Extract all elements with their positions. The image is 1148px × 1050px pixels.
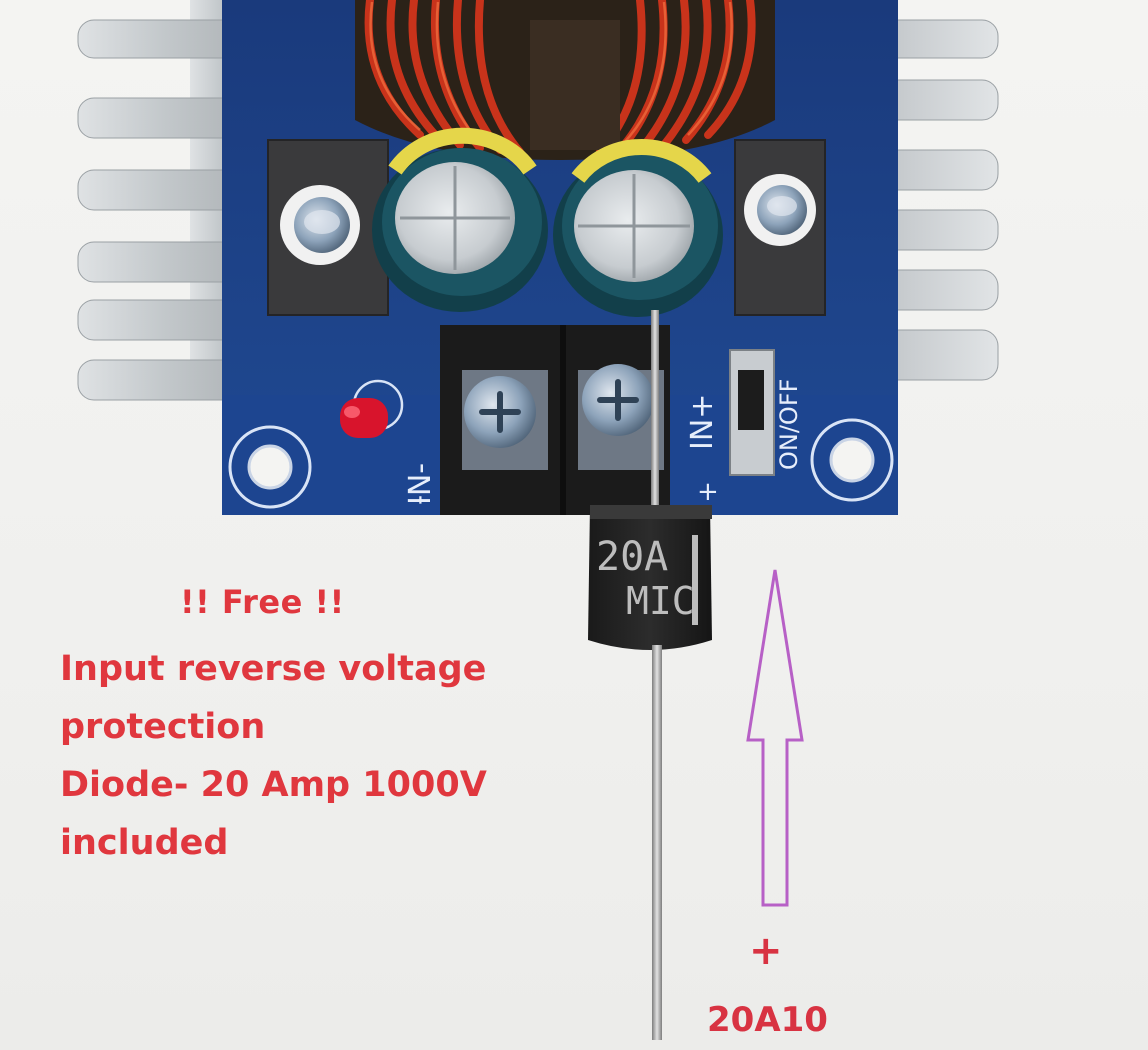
in-plus-label: IN+ [685, 394, 720, 450]
up-arrow-icon [746, 569, 804, 907]
board-plus-sign: + [697, 477, 719, 507]
in-minus-label: IN- [403, 463, 438, 505]
red-led [340, 379, 404, 438]
diode-part-code: 20A10 [707, 1000, 828, 1040]
mounting-hole-left [228, 425, 312, 509]
board-minus-sign: - [402, 495, 435, 505]
left-mosfet [267, 139, 389, 316]
mounting-hole-right [810, 418, 894, 502]
capacitor-left [372, 127, 548, 312]
description-line-4: included [60, 823, 229, 863]
diode-marking-line-2: MIC [626, 579, 695, 623]
right-mosfet [734, 139, 826, 316]
description-line-1: Input reverse voltage [60, 649, 487, 689]
switch-label: ON/OFF [775, 379, 803, 470]
capacitor-right [553, 139, 723, 317]
description-line-3: Diode- 20 Amp 1000V [60, 765, 487, 805]
diode: 20A MIC [588, 310, 712, 1040]
protection-description: Input reverse voltage protection Diode- … [60, 640, 487, 872]
on-off-switch [729, 349, 775, 476]
diode-marking-line-1: 20A [596, 534, 668, 580]
description-line-2: protection [60, 707, 266, 747]
plus-polarity-label: + [749, 928, 783, 974]
terminal-screw-left [462, 370, 548, 470]
inductor-coil [355, 0, 775, 160]
terminal-screw-right [578, 364, 664, 470]
screw-terminal-block [440, 325, 670, 515]
free-banner: !! Free !! [180, 583, 345, 621]
